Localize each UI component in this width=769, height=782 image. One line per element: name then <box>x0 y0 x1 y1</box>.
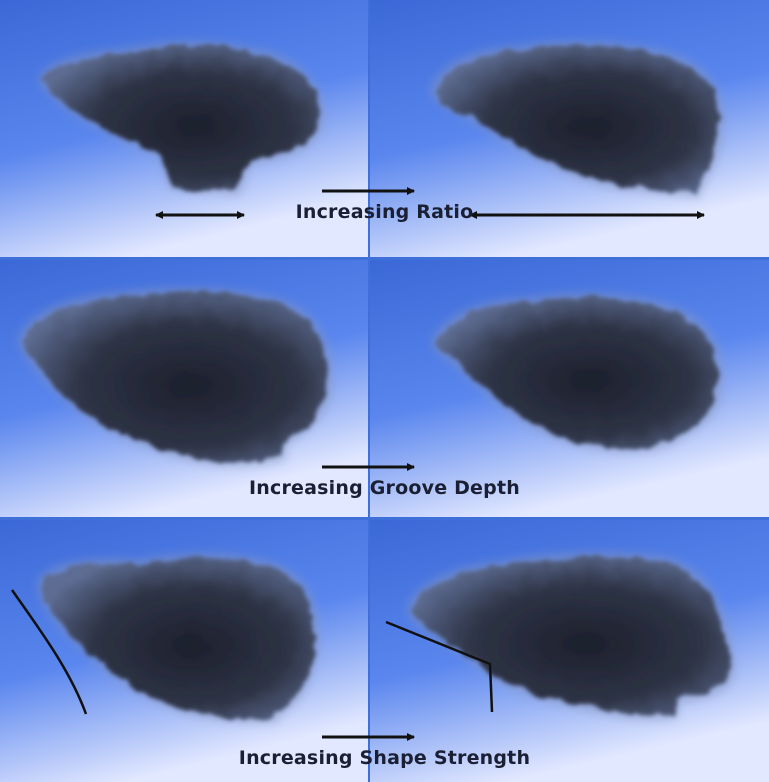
cloud-row2-left <box>18 288 333 467</box>
cloud-row1-right <box>430 41 725 198</box>
caption-increasing-groove-depth: Increasing Groove Depth <box>249 477 520 499</box>
cloud-row3-left <box>37 553 320 723</box>
cloud-row3-right <box>407 552 736 720</box>
cloud-row1-left <box>38 41 325 195</box>
caption-increasing-ratio: Increasing Ratio <box>295 201 474 223</box>
shape-curve-row3-right <box>385 620 494 713</box>
caption-increasing-shape-strength: Increasing Shape Strength <box>238 747 531 769</box>
cloud-row2-right <box>431 293 724 453</box>
shape-curve-row3-left <box>10 589 88 715</box>
